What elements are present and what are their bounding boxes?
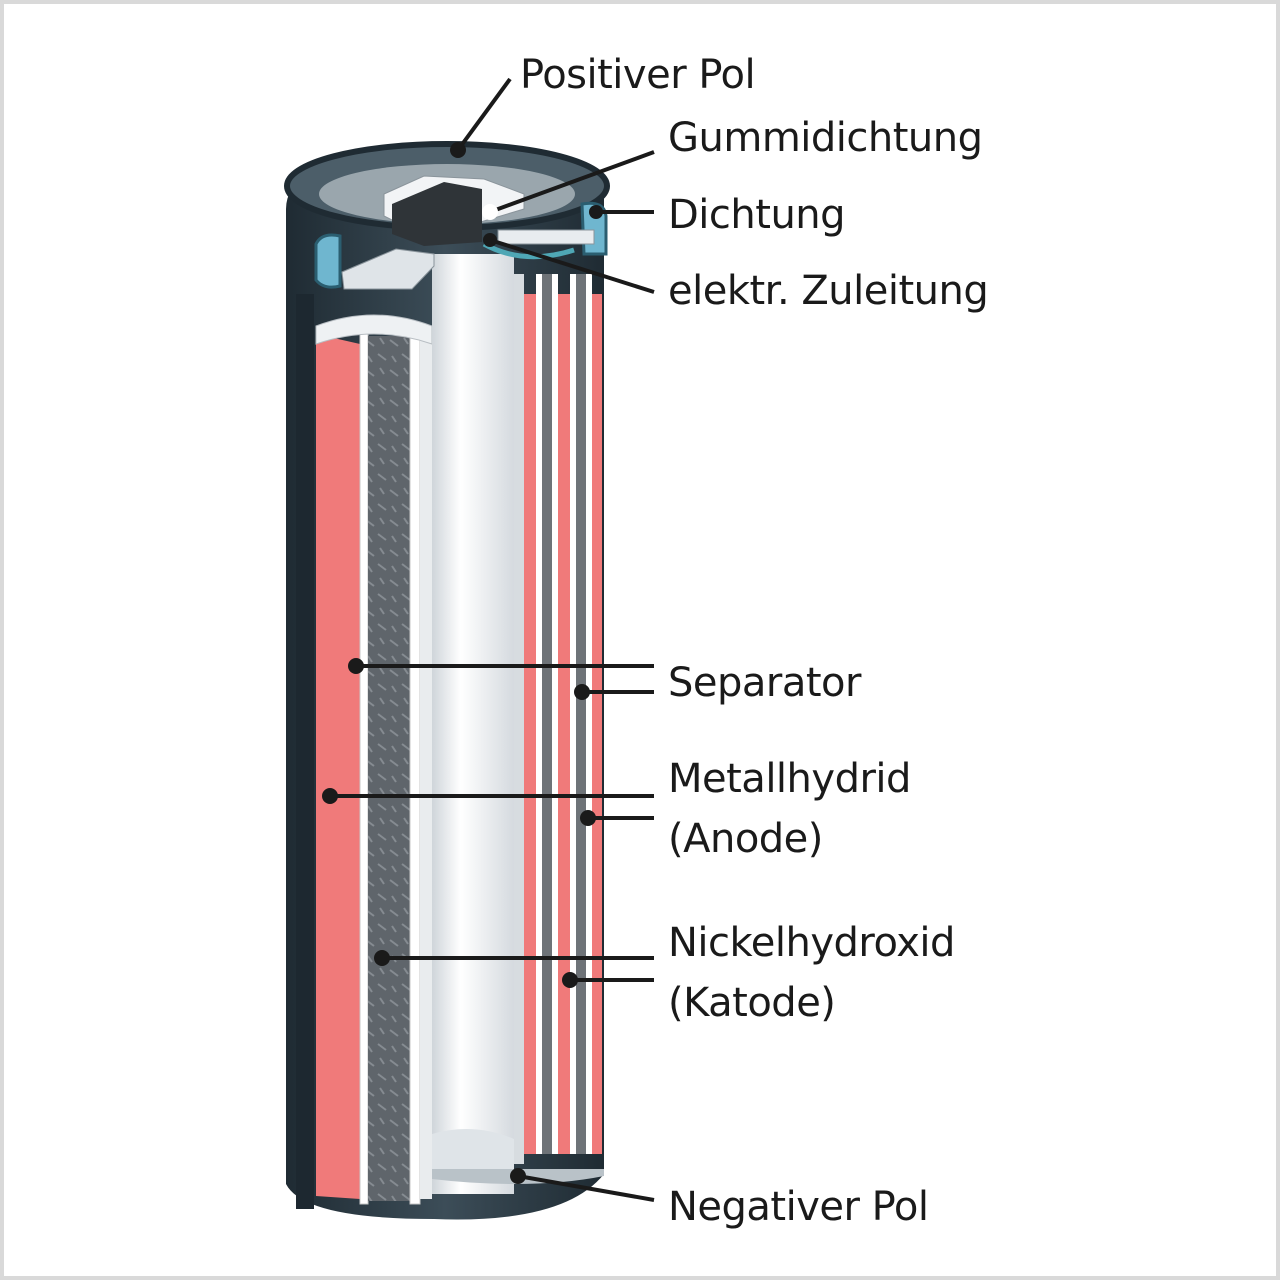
label-seal: Dichtung	[668, 192, 846, 238]
top-cap	[341, 248, 435, 290]
label-anode-line1: Metallhydrid	[668, 756, 911, 802]
label-negative-pole: Negativer Pol	[668, 1184, 929, 1230]
cathode-layer-right-1	[524, 294, 536, 1154]
separator-layer-left	[359, 333, 369, 1205]
left-casing-wall	[296, 294, 314, 1209]
electrical-lead	[482, 241, 575, 260]
hollow-core	[432, 254, 514, 1194]
label-cathode-line2: (Katode)	[668, 980, 836, 1026]
cathode-layer-left	[316, 334, 360, 1199]
leader-lines	[330, 77, 655, 1202]
battery-cutaway	[284, 77, 655, 1220]
anode-layer-right-2	[576, 274, 586, 1154]
label-positive-pole: Positiver Pol	[520, 52, 756, 98]
label-rubber-seal: Gummidichtung	[668, 115, 983, 161]
cathode-layer-right-2	[558, 294, 570, 1154]
leader-dots	[322, 142, 603, 1184]
rubber-seal-block	[392, 182, 482, 246]
label-cathode-line1: Nickelhydroxid	[668, 920, 955, 966]
label-anode-line2: (Anode)	[668, 816, 823, 862]
anode-layer-left	[368, 336, 410, 1201]
anode-layer-right-1	[542, 274, 552, 1154]
seal-ring	[314, 233, 342, 289]
label-electrical-lead: elektr. Zuleitung	[668, 268, 989, 314]
cathode-layer-right-3	[592, 294, 602, 1154]
label-separator: Separator	[668, 660, 861, 706]
